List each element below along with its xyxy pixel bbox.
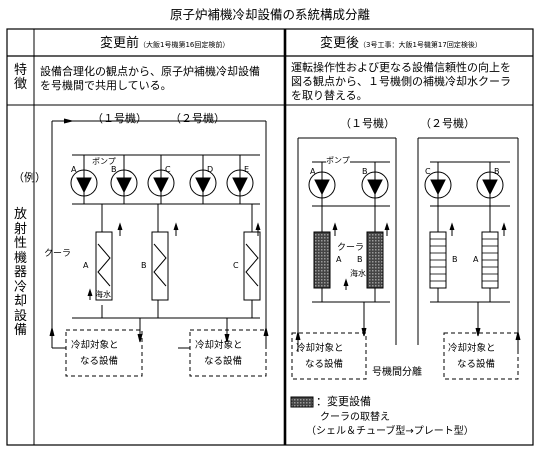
after-pump-b2: B: [494, 167, 500, 176]
feature-row-label: 特徴: [13, 63, 27, 93]
before-pump-b: B: [111, 165, 117, 174]
before-header: 変更前（大飯1号機第16回定検前）: [100, 37, 229, 50]
after-unit2-label: （２号機）: [420, 117, 475, 130]
after-header-label: 変更後: [320, 36, 360, 51]
after-cooler-a2: A: [473, 255, 479, 264]
legend-title: ：変更設備: [316, 395, 371, 408]
before-system-diagram: [49, 118, 269, 377]
after-feature-line-3: を取り替える。: [291, 89, 368, 102]
after-pump-c: C: [425, 167, 431, 176]
after-equipment-left-line-2: なる設備: [305, 359, 344, 370]
after-seawater-label: 海水: [350, 269, 366, 278]
before-pump-d: D: [207, 165, 214, 174]
after-header: 変更後（3号工事：大飯1号機第17回定検後）: [320, 37, 482, 50]
before-equipment-right-line-1: 冷却対象と: [195, 340, 243, 351]
after-feature-line-2: 図る観点から、１号機側の補機冷却水クーラ: [291, 75, 511, 88]
before-pump-e: E: [244, 165, 250, 174]
after-equipment-right-line-2: なる設備: [457, 359, 496, 370]
after-feature-line-1: 運転操作性および更なる設備信頼性の向上を: [291, 61, 511, 74]
before-unit2-label: （２号機）: [170, 112, 225, 125]
before-pump-a: A: [71, 165, 77, 174]
after-pump-b: B: [362, 167, 368, 176]
before-equipment-left-line-1: 冷却対象と: [71, 340, 119, 351]
before-header-label: 変更前: [100, 36, 140, 51]
after-cooler-b2: B: [452, 255, 458, 264]
before-feature-line-2: を号機間で共用している。: [40, 79, 172, 92]
after-cooler-a: A: [336, 255, 342, 264]
after-cooler-label: クーラ: [337, 243, 365, 253]
before-pump-c: C: [165, 165, 171, 174]
before-unit1-label: （１号機）: [92, 112, 147, 125]
legend-line-1: クーラの取替え: [320, 412, 390, 423]
before-header-note: （大飯1号機第16回定検前）: [139, 41, 230, 49]
after-separation-label: 号機間分離: [372, 367, 422, 378]
example-mark: （例）: [13, 171, 46, 184]
after-unit1-label: （１号機）: [340, 117, 395, 130]
after-equipment-right-line-1: 冷却対象と: [448, 343, 496, 354]
example-row-label: 放射性機器冷却設備: [13, 207, 27, 339]
after-pump-a: A: [310, 167, 316, 176]
after-equipment-left-line-1: 冷却対象と: [296, 343, 344, 354]
before-feature-line-1: 設備合理化の観点から、原子炉補機冷却設備: [40, 65, 260, 78]
before-cooler-c: C: [233, 261, 239, 270]
after-header-note: （3号工事：大飯1号機第17回定検後）: [359, 41, 482, 49]
before-seawater-label: 海水: [95, 290, 111, 299]
before-cooler-a: A: [83, 261, 89, 270]
page-title: 原子炉補機冷却設備の系統構成分離: [170, 7, 371, 22]
before-equipment-left-line-2: なる設備: [80, 356, 119, 367]
after-pump-label: ポンプ: [326, 156, 350, 165]
after-cooler-b: B: [357, 255, 363, 264]
before-cooler-b: B: [141, 261, 147, 270]
before-equipment-right-line-2: なる設備: [204, 356, 243, 367]
before-pump-label: ポンプ: [92, 157, 116, 166]
legend-line-2: （シェル＆チューブ型→プレート型）: [306, 426, 474, 437]
table-frame: [6, 28, 534, 446]
before-cooler-label: クーラ: [44, 249, 72, 259]
after-system-diagram: [290, 137, 521, 408]
